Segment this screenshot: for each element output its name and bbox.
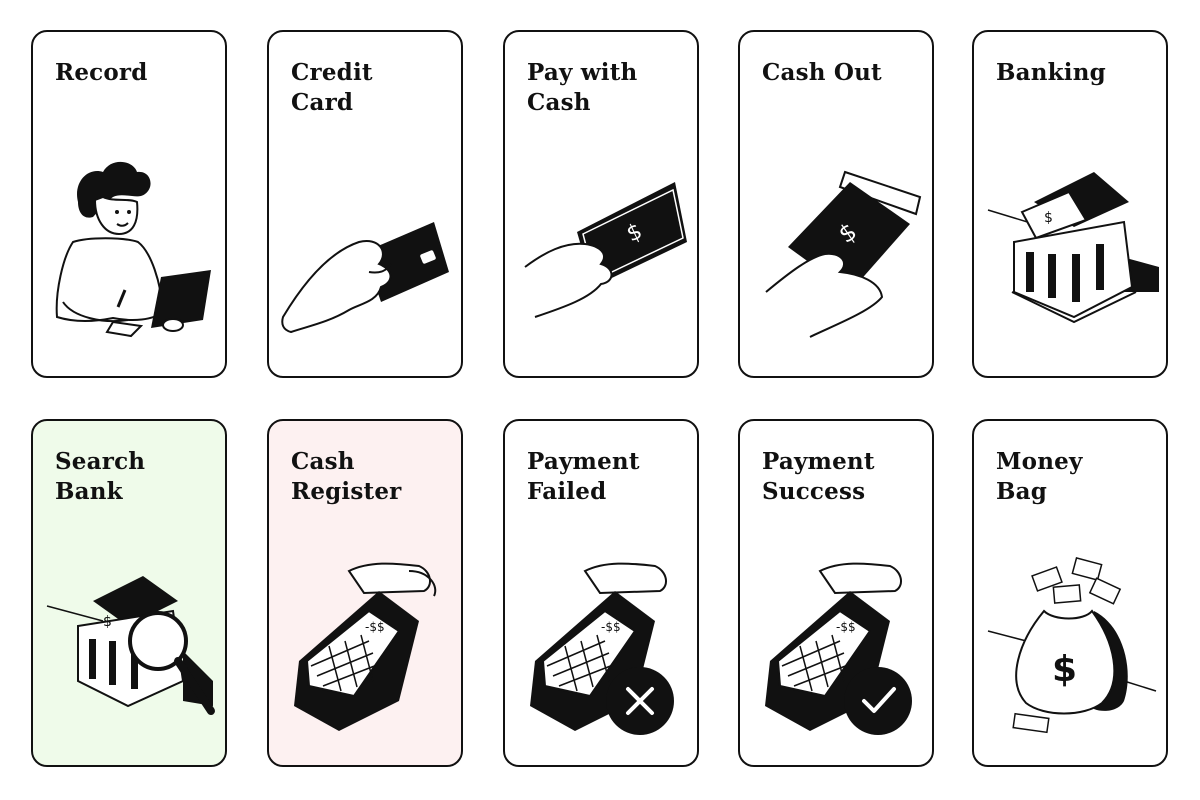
card-credit-card[interactable]: Credit Card: [267, 30, 463, 378]
card-title: Credit Card: [291, 59, 373, 116]
svg-text:-$$: -$$: [365, 620, 385, 634]
card-record[interactable]: Record: [31, 30, 227, 378]
cash-out-icon: $: [765, 170, 922, 338]
pay-cash-icon: $: [524, 182, 687, 318]
svg-text:$: $: [1044, 210, 1053, 226]
card-title: Search Bank: [55, 448, 146, 505]
svg-text:-$$: -$$: [836, 620, 856, 634]
card-cash-out[interactable]: Cash Out $: [738, 30, 934, 378]
svg-text:$: $: [103, 614, 112, 630]
payment-success-icon: -$$: [765, 562, 912, 735]
cash-register-icon: -$$: [294, 562, 437, 731]
card-payment-failed[interactable]: Payment Failed -$$: [503, 419, 699, 767]
search-bank-icon: $: [46, 576, 215, 715]
person-record-icon: [55, 161, 211, 338]
card-title: Cash Out: [762, 59, 882, 86]
money-bag-icon: $: [987, 556, 1157, 734]
card-money-bag[interactable]: Money Bag $: [972, 419, 1168, 767]
card-title: Payment Success: [762, 448, 875, 505]
card-pay-with-cash[interactable]: Pay with Cash $: [503, 30, 699, 378]
card-search-bank[interactable]: Search Bank $: [31, 419, 227, 767]
card-title: Cash Register: [291, 448, 402, 505]
card-title: Payment Failed: [527, 448, 640, 505]
svg-text:$: $: [1052, 649, 1077, 690]
credit-card-icon: [281, 222, 449, 334]
card-title: Banking: [996, 59, 1106, 86]
svg-text:-$$: -$$: [601, 620, 621, 634]
card-banking[interactable]: Banking $: [972, 30, 1168, 378]
card-title: Pay with Cash: [527, 59, 638, 116]
card-title: Money Bag: [996, 448, 1083, 505]
card-cash-register[interactable]: Cash Register -$$: [267, 419, 463, 767]
card-title: Record: [55, 59, 148, 86]
bank-icon: $: [987, 172, 1159, 324]
card-payment-success[interactable]: Payment Success -$$: [738, 419, 934, 767]
payment-failed-icon: -$$: [530, 562, 674, 735]
